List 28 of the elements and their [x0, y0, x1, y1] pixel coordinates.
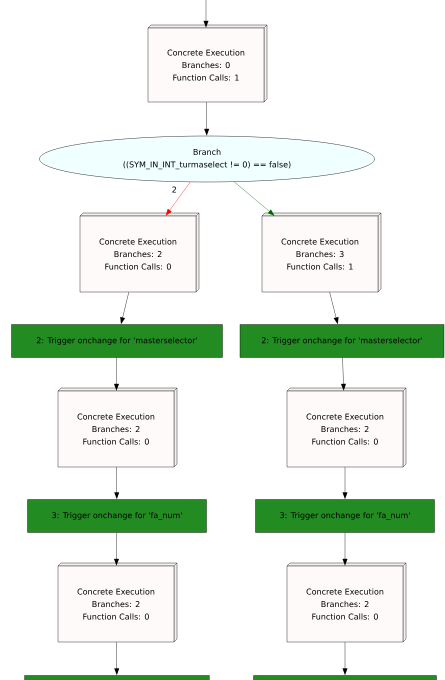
trigger-box: 2: Trigger onchange for 'masterselector': [11, 324, 223, 358]
arrow: [329, 292, 339, 324]
edge-label: 2: [170, 186, 178, 194]
trigger-box: 3: Trigger onchange for 'fa_num': [27, 499, 207, 533]
arrow: [114, 642, 120, 675]
trigger-box: 3: Trigger onchange for 'fa_num': [255, 499, 435, 533]
execution-box: Concrete Execution Branches: 2 Function Calls: 0: [286, 390, 404, 468]
execution-box: Concrete Execution Branches: 0 Function Calls: 1: [148, 28, 264, 102]
arrow: [341, 358, 346, 390]
execution-box: Concrete Execution Branches: 2 Function Calls: 0: [58, 390, 174, 468]
execution-box: Concrete Execution Branches: 2 Function Calls: 0: [58, 566, 174, 642]
trigger-box: [253, 675, 437, 680]
arrow: [114, 358, 119, 390]
arrow: [342, 532, 348, 566]
arrow: [114, 467, 120, 499]
execution-box: Concrete Execution Branches: 3 Function Calls: 1: [262, 216, 378, 292]
arrow: [204, 0, 208, 28]
arrow: [234, 182, 274, 216]
execution-box: Concrete Execution Branches: 2 Function Calls: 0: [80, 216, 196, 292]
arrow: [114, 532, 119, 566]
arrow: [120, 292, 129, 324]
trigger-box: [24, 675, 210, 680]
arrow: [342, 467, 348, 499]
arrow: [342, 642, 348, 675]
arrow: [166, 182, 190, 216]
trigger-box: 2: Trigger onchange for 'masterselector': [240, 324, 444, 358]
execution-box: Concrete Execution Branches: 2 Function Calls: 0: [286, 566, 404, 642]
arrow: [204, 102, 210, 136]
